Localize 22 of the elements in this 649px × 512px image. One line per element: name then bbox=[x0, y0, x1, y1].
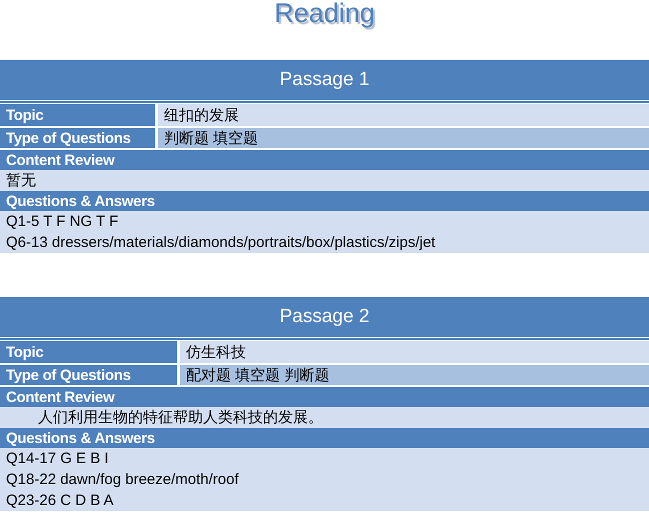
table-header-cell: Questions & Answers bbox=[0, 191, 649, 211]
table-header-cell: Content Review bbox=[0, 150, 649, 170]
section-banner: Passage 1 bbox=[0, 60, 649, 100]
table-cell: 人们利用生物的特征帮助人类科技的发展。 bbox=[0, 407, 649, 428]
table-cell: Q18-22 dawn/fog breeze/moth/roof bbox=[0, 469, 649, 490]
table-header-cell: Topic bbox=[0, 341, 177, 363]
table-header-cell: Content Review bbox=[0, 387, 649, 407]
table-cell: 配对题 填空题 判断题 bbox=[180, 365, 649, 385]
table-cell: Q1-5 T F NG T F bbox=[0, 211, 649, 232]
table-cell: Q6-13 dressers/materials/diamonds/portraits/box/plastics/zips/jet bbox=[0, 232, 649, 253]
table-cell: 暂无 bbox=[0, 170, 649, 191]
table-cell: 纽扣的发展 bbox=[158, 104, 649, 126]
table-cell: 判断题 填空题 bbox=[158, 128, 649, 148]
table-header-cell: Topic bbox=[0, 104, 155, 126]
page-title: Reading bbox=[273, 0, 376, 29]
table-header-cell: Questions & Answers bbox=[0, 428, 649, 448]
table-cell: Q14-17 G E B I bbox=[0, 448, 649, 469]
section-banner: Passage 2 bbox=[0, 297, 649, 337]
table-header-cell: Type of Questions bbox=[0, 365, 177, 385]
table-header-cell: Type of Questions bbox=[0, 128, 155, 148]
table-cell: 仿生科技 bbox=[180, 341, 649, 363]
table-cell: Q23-26 C D B A bbox=[0, 490, 649, 511]
